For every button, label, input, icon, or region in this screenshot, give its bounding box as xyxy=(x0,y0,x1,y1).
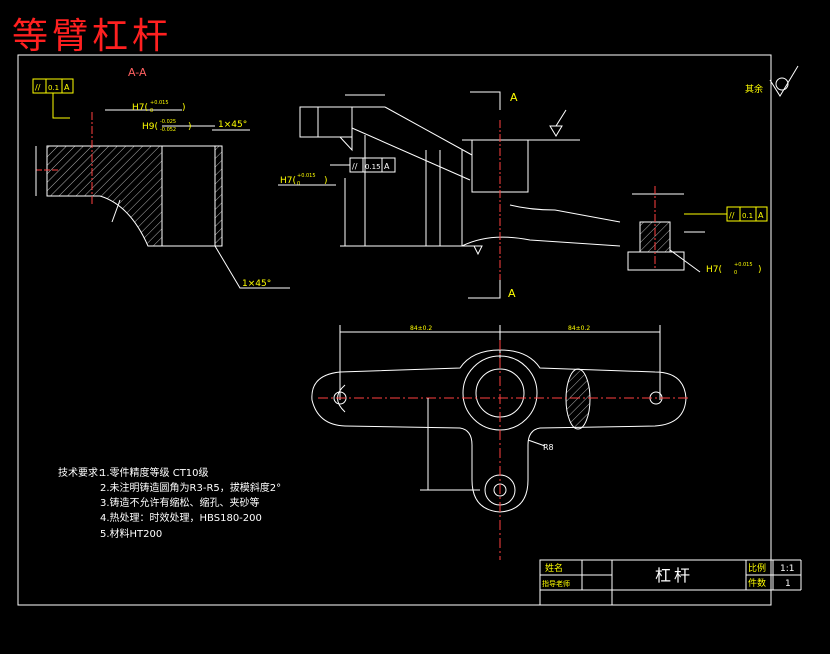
tech-req-item: 3.铸造不允许有缩松、缩孔、夹砂等 xyxy=(100,496,260,509)
title-block-scale-value: 1:1 xyxy=(780,564,794,574)
drawing-big-title: 等臂杠杆 xyxy=(12,16,172,57)
tolerance-frame-right: // 0.1 A xyxy=(684,206,768,222)
svg-text:其余: 其余 xyxy=(745,83,763,95)
radius-label: R8 xyxy=(543,443,554,452)
svg-text:): ) xyxy=(188,122,192,132)
svg-text:+0.015: +0.015 xyxy=(150,100,169,106)
chamfer-label-bottom: 1×45° xyxy=(242,279,271,289)
svg-text:): ) xyxy=(182,103,186,113)
svg-text:A: A xyxy=(758,211,764,220)
drawing-border xyxy=(17,54,772,606)
svg-text:): ) xyxy=(324,176,328,186)
right-detail-view: // 0.1 A H7( +0.015 0 ) xyxy=(627,186,768,276)
dim-left-bottom: 84±0.2 xyxy=(410,325,432,332)
tech-req-item: 2.未注明铸造圆角为R3-R5，拔模斜度2° xyxy=(100,481,281,494)
title-block: 姓名 指导老师 杠杆 比例 1:1 件数 1 xyxy=(539,559,802,606)
svg-text:0.15: 0.15 xyxy=(365,163,381,171)
chamfer-label-top: 1×45° xyxy=(218,120,247,130)
tolerance-frame-left: // 0.1 A xyxy=(32,78,74,119)
svg-text:H7(: H7( xyxy=(132,103,148,113)
svg-text:A: A xyxy=(510,91,518,104)
section-view-aa: A-A // 0.1 A H7( +0.015 xyxy=(32,66,290,289)
svg-text://: // xyxy=(352,162,358,171)
tolerance-frame-mid: // 0.15 A xyxy=(330,157,396,173)
svg-text:): ) xyxy=(758,265,762,275)
svg-text://: // xyxy=(729,211,735,220)
svg-text:+0.015: +0.015 xyxy=(297,173,316,179)
title-block-qty-label: 件数 xyxy=(748,577,766,589)
title-block-part-name: 杠杆 xyxy=(655,566,693,585)
svg-text:0: 0 xyxy=(734,270,737,276)
title-block-scale-label: 比例 xyxy=(748,562,766,574)
tech-req-heading: 技术要求： xyxy=(58,466,108,479)
dim-right-bottom: 84±0.2 xyxy=(568,325,590,332)
middle-view: A A // 0.15 A H7( +0.015 0 xyxy=(278,91,621,300)
svg-text:A: A xyxy=(384,162,390,171)
svg-text:0.1: 0.1 xyxy=(48,84,59,92)
svg-text:-0.025: -0.025 xyxy=(160,119,176,125)
tech-requirements: 技术要求： 1.零件精度等级 CT10级 2.未注明铸造圆角为R3-R5，拔模斜… xyxy=(58,466,281,540)
svg-text:0: 0 xyxy=(150,108,153,114)
tech-req-item: 5.材料HT200 xyxy=(100,527,162,540)
svg-text://: // xyxy=(35,83,41,92)
svg-text:0: 0 xyxy=(297,181,300,187)
svg-text:A: A xyxy=(64,83,70,92)
svg-text:H9(: H9( xyxy=(142,122,158,132)
svg-text:-0.052: -0.052 xyxy=(160,127,176,133)
svg-text:+0.015: +0.015 xyxy=(734,262,753,268)
tech-req-item: 4.热处理：时效处理，HBS180-200 xyxy=(100,511,262,524)
tech-req-item: 1.零件精度等级 CT10级 xyxy=(100,466,209,479)
title-block-teacher-label: 指导老师 xyxy=(542,579,570,588)
title-block-name-label: 姓名 xyxy=(545,562,563,574)
svg-text:A: A xyxy=(508,287,516,300)
section-label: A-A xyxy=(128,66,147,79)
svg-text:0.1: 0.1 xyxy=(742,212,753,220)
svg-text:H7(: H7( xyxy=(280,176,296,186)
roughness-symbol: 其余 xyxy=(745,65,799,97)
title-block-qty-value: 1 xyxy=(785,579,791,589)
svg-text:H7(: H7( xyxy=(706,265,722,275)
plan-view: 84±0.2 84±0.2 R8 xyxy=(311,325,690,560)
